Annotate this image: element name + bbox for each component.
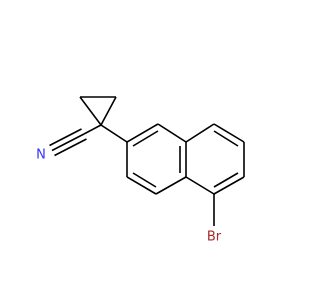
naph-double-e xyxy=(213,172,239,188)
naph-bond-d xyxy=(155,176,187,195)
naphthalene-core xyxy=(126,123,245,226)
nitrogen-label: N xyxy=(36,148,46,163)
naph-bond-k xyxy=(185,176,215,195)
naph-double-d xyxy=(213,130,239,147)
cyclopropane-ring xyxy=(79,96,128,143)
nitrile-group xyxy=(49,128,87,157)
triple-bond-line-3 xyxy=(54,138,87,157)
naph-bond-j xyxy=(213,176,245,195)
ring-bond-1 xyxy=(79,96,102,126)
naph-double-b xyxy=(132,172,157,188)
ring-bond-3 xyxy=(100,96,117,126)
naph-bond-e xyxy=(126,176,157,195)
naph-bond-b xyxy=(157,123,187,143)
c-aryl-bond xyxy=(100,124,128,143)
naph-double-a xyxy=(132,130,159,147)
naph-bond-h xyxy=(213,123,245,143)
triple-bond-line-1 xyxy=(51,133,85,152)
naph-bond-a xyxy=(126,123,159,143)
c-cn-bond xyxy=(83,124,102,135)
triple-bond-line-2 xyxy=(49,128,82,147)
naph-bond-g xyxy=(185,123,215,143)
molecule-structure: N xyxy=(36,96,245,245)
molecule-canvas: N xyxy=(36,96,245,245)
bromine-label: Br xyxy=(207,230,222,245)
